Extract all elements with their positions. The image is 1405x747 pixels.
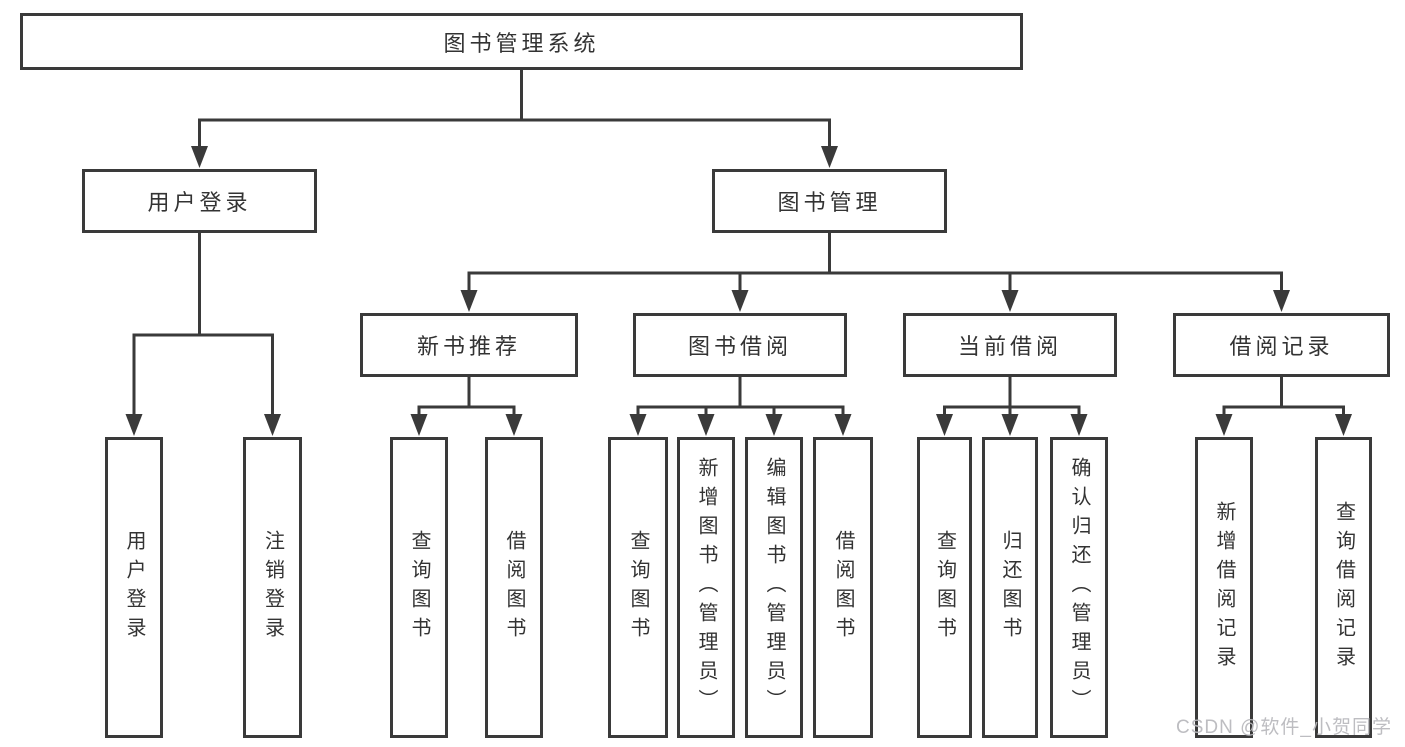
node-u1: 用户登录	[105, 437, 163, 738]
node-c2: 归还图书	[982, 437, 1038, 738]
watermark-text: CSDN @软件_小贺同学	[1176, 717, 1392, 738]
node-b2: 新增图书（管理员）	[677, 437, 735, 738]
node-n2: 借阅图书	[485, 437, 543, 738]
node-b3: 编辑图书（管理员）	[745, 437, 803, 738]
node-r2: 查询借阅记录	[1315, 437, 1372, 738]
node-mgmt: 图书管理	[712, 169, 947, 233]
node-rec: 新书推荐	[360, 313, 578, 377]
node-login: 用户登录	[82, 169, 317, 233]
node-current: 当前借阅	[903, 313, 1117, 377]
node-u2: 注销登录	[243, 437, 302, 738]
node-record: 借阅记录	[1173, 313, 1390, 377]
node-borrow: 图书借阅	[633, 313, 847, 377]
node-c1: 查询图书	[917, 437, 972, 738]
node-c3: 确认归还（管理员）	[1050, 437, 1108, 738]
node-b4: 借阅图书	[813, 437, 873, 738]
node-r1: 新增借阅记录	[1195, 437, 1253, 738]
node-root: 图书管理系统	[20, 13, 1023, 70]
node-b1: 查询图书	[608, 437, 668, 738]
node-n1: 查询图书	[390, 437, 448, 738]
